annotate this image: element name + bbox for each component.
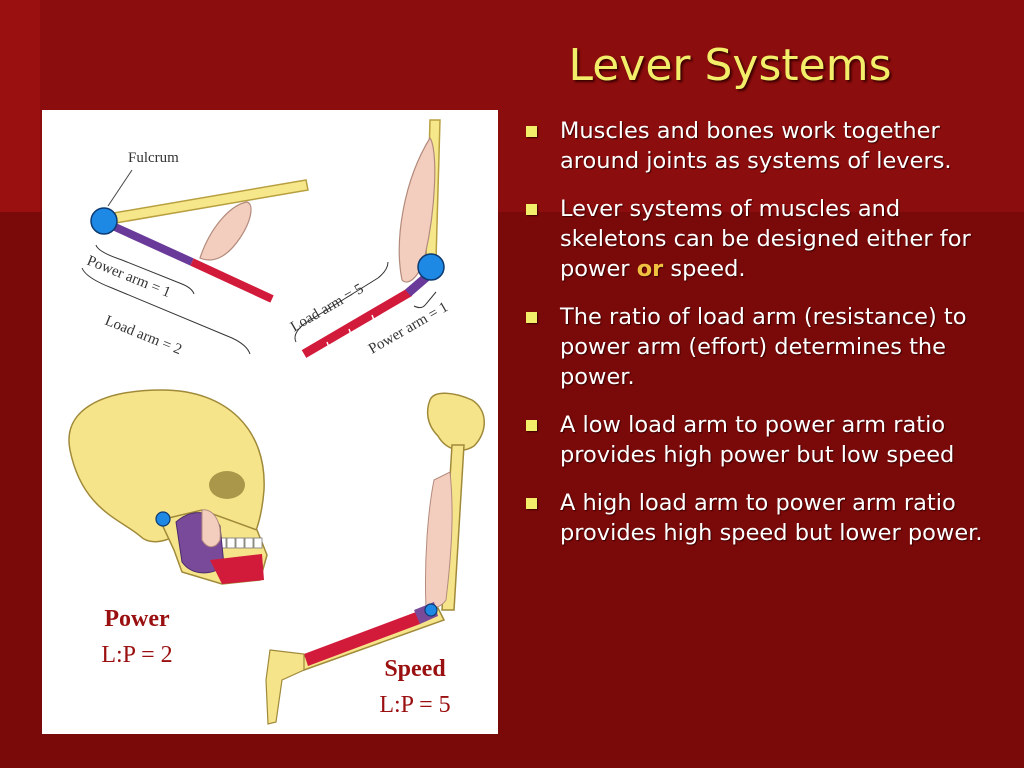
muscle-shape-speed: [398, 136, 436, 283]
bullet-highlight-or: or: [636, 256, 664, 282]
power-arm-bracket-speed: [413, 291, 437, 309]
fulcrum-label: Fulcrum: [128, 150, 179, 166]
leg-illustration: [265, 392, 485, 725]
knee-fulcrum: [424, 603, 438, 617]
jaw-muscle-pink: [201, 509, 221, 548]
muscle-shape: [199, 201, 252, 261]
skull-teeth: [217, 537, 263, 549]
bullet-list: Muscles and bones work together around j…: [522, 116, 1002, 566]
bullet-item: The ratio of load arm (resistance) to po…: [522, 302, 1002, 392]
bullet-text: A low load arm to power arm ratio provid…: [560, 412, 955, 468]
fulcrum-joint-speed: [417, 253, 445, 281]
bone-rod: [101, 179, 309, 226]
speed-caption-title: Speed: [384, 656, 446, 682]
power-caption-title: Power: [104, 606, 170, 632]
bullet-text: The ratio of load arm (resistance) to po…: [560, 304, 967, 390]
speed-caption-ratio: L:P = 5: [379, 692, 451, 718]
lever-figure: Fulcrum Power arm = 1 Load arm = 2 Load …: [42, 110, 498, 734]
power-arm-bracket: [95, 244, 195, 295]
bullet-item: Muscles and bones work together around j…: [522, 116, 1002, 176]
bullet-text: A high load arm to power arm ratio provi…: [560, 490, 983, 546]
slide-corner-block: [0, 0, 40, 212]
load-arm-bracket: [81, 267, 251, 355]
load-arm-bar: [190, 258, 274, 303]
slide-title: Lever Systems: [568, 40, 892, 91]
bullet-item: A high load arm to power arm ratio provi…: [522, 488, 1002, 548]
power-caption-ratio: L:P = 2: [101, 642, 173, 668]
shin-load-red: [304, 612, 420, 666]
bullet-item: A low load arm to power arm ratio provid…: [522, 410, 1002, 470]
thigh-muscle: [424, 471, 453, 609]
square-bullet-icon: [526, 204, 537, 215]
bullet-item: Lever systems of muscles and skeletons c…: [522, 194, 1002, 284]
square-bullet-icon: [526, 126, 537, 137]
square-bullet-icon: [526, 312, 537, 323]
power-lever-diagram: [81, 169, 309, 355]
skull-eye-socket: [209, 471, 245, 499]
square-bullet-icon: [526, 498, 537, 509]
speed-lever-diagram: [294, 119, 445, 358]
skull-cranium: [68, 389, 265, 551]
bullet-text: Muscles and bones work together around j…: [560, 118, 952, 174]
jaw-load-red: [210, 554, 264, 584]
load-arm-bar-speed: [301, 288, 413, 358]
power-arm-bar: [102, 218, 194, 266]
skull-illustration: [68, 389, 268, 585]
fulcrum-pointer: [107, 169, 133, 207]
load-arm-bracket-speed: [294, 261, 389, 343]
jaw-fulcrum: [155, 511, 171, 527]
pelvis-bone: [426, 392, 485, 451]
square-bullet-icon: [526, 420, 537, 431]
bullet-text: speed.: [663, 256, 746, 282]
lever-diagram: Fulcrum Power arm = 1 Load arm = 2 Load …: [68, 119, 485, 725]
bullet-text: Lever systems of muscles and skeletons c…: [560, 196, 971, 282]
load-arm-label: Load arm = 2: [103, 313, 184, 358]
fulcrum-joint: [90, 207, 118, 235]
power-arm-label: Power arm = 1: [85, 253, 173, 301]
foot-bone: [265, 649, 305, 725]
